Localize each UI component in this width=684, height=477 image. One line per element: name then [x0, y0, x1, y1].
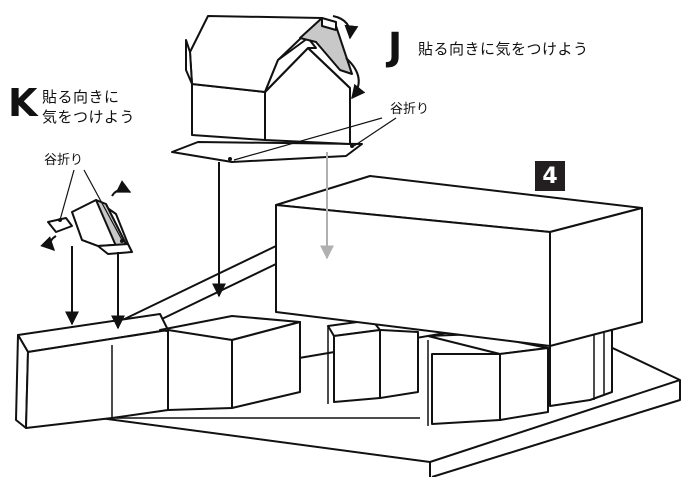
middle-block — [159, 315, 301, 411]
fold-arrow-j-top — [332, 15, 359, 40]
part-k-letter: K — [8, 81, 38, 125]
fold-arrow-k-top — [111, 180, 132, 197]
pillar-left — [327, 319, 419, 404]
left-block — [15, 313, 169, 429]
step-number-badge: 4 — [535, 161, 565, 191]
leader-line-k-2 — [83, 169, 123, 241]
roof-piece-k — [47, 199, 133, 255]
leader-line-j-1 — [233, 117, 383, 161]
step-number: 4 — [542, 163, 558, 189]
fold-label-k: 谷折り — [44, 153, 84, 168]
fold-label-j: 谷折り — [390, 102, 430, 117]
part-j-instruction: 貼る向きに気をつけよう — [418, 40, 589, 58]
fold-arrow-k-side — [40, 235, 57, 251]
leader-line-j-2 — [353, 117, 397, 147]
part-k-instruction-line2: 気をつけよう — [42, 108, 136, 126]
leader-line-k-1 — [59, 169, 75, 221]
part-k-instruction-line1: 貼る向きに — [42, 88, 120, 106]
fold-arrow-j-side — [345, 57, 366, 100]
raised-box — [275, 175, 643, 347]
part-j-letter: J — [388, 25, 403, 69]
house-piece-j — [171, 15, 363, 163]
